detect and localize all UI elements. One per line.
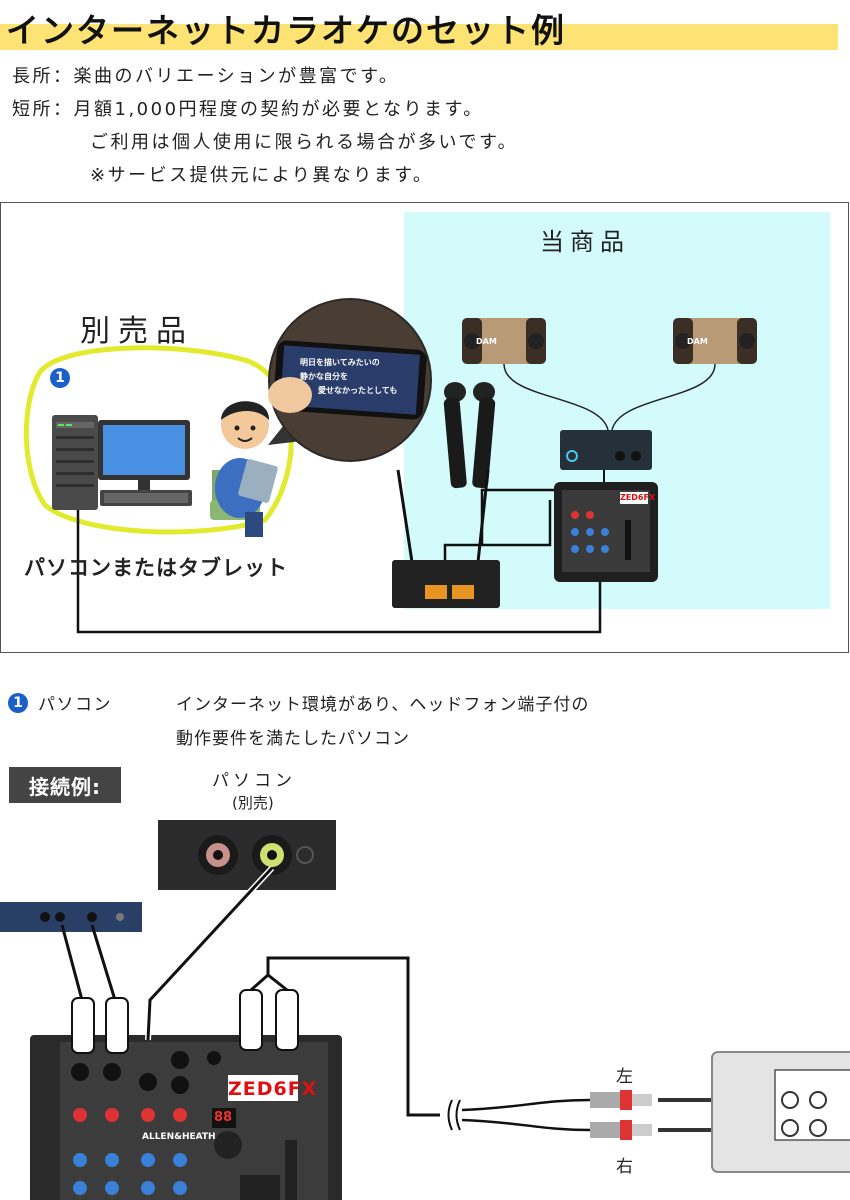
monitor-icon — [98, 420, 192, 506]
pc-mixer-line — [76, 510, 602, 634]
title-highlight — [0, 24, 838, 50]
rca-plug-right-icon — [590, 1120, 652, 1140]
requirement-badge: 1 — [8, 693, 28, 713]
pc-jack-sublabel: (別売) — [232, 794, 274, 812]
output-cable — [250, 956, 440, 1117]
speaker-left-icon — [462, 318, 546, 364]
mixer-model-label: ZED6FX — [228, 1078, 318, 1100]
setup-diagram — [0, 202, 849, 653]
stereo-amplifier-icon — [711, 1051, 850, 1173]
receiver-mixer-line — [480, 488, 554, 545]
speaker-right-brand: DAM — [687, 337, 708, 346]
sold-separately-label: 別売品 — [80, 314, 194, 349]
amplifier-icon — [560, 430, 652, 470]
connection-example-label: 接続例: — [9, 767, 121, 803]
speaker-left-brand: DAM — [476, 337, 497, 346]
pc-cable-core — [146, 866, 274, 1041]
receiver-cable-2 — [90, 924, 117, 1001]
mixer-model-small: ZED6FX — [620, 493, 656, 502]
lyrics-phone-callout — [268, 298, 432, 462]
cons-note: ご利用は個人使用に限られる場合が多いです。 — [90, 132, 519, 153]
xlr-plug-1 — [71, 997, 95, 1054]
left-channel-label: 左 — [616, 1067, 633, 1087]
headphone-jack-photo — [158, 820, 336, 890]
device-caption: パソコンまたはタブレット — [24, 556, 288, 580]
person-with-tablet-icon — [210, 401, 278, 537]
receiver-back-panel — [0, 902, 142, 932]
wireless-receiver-icon — [392, 469, 500, 608]
lyric-line-2: 静かな自分を — [300, 372, 348, 381]
xlr-plug-2 — [105, 997, 129, 1054]
output-plug-2 — [275, 989, 299, 1051]
callout-outline — [23, 345, 294, 535]
output-plug-1 — [239, 989, 263, 1051]
speaker-right-icon — [673, 318, 757, 364]
speaker-cable-right — [611, 363, 716, 431]
cons-footnote: ※サービス提供元により異なります。 — [90, 165, 434, 186]
our-product-label: 当商品 — [540, 228, 630, 256]
right-channel-label: 右 — [616, 1157, 633, 1177]
microphone-2-icon — [472, 382, 496, 489]
requirement-line-1: インターネット環境があり、ヘッドフォン端子付の — [176, 695, 590, 715]
lyric-line-1: 明日を描いてみたいの — [300, 358, 380, 367]
pc-tower-icon — [52, 415, 98, 510]
pc-jack-label: パソコン — [212, 771, 296, 791]
rca-cable-left — [461, 1098, 591, 1112]
mixer-icon — [554, 482, 658, 582]
speaker-cable-left — [503, 363, 609, 431]
lyric-line-3: 愛せなかったとしても — [318, 386, 398, 395]
rca-plug-left-icon — [590, 1090, 652, 1110]
microphone-1-icon — [443, 382, 467, 489]
pros-text: 長所：楽曲のバリエーションが豊富です。 — [12, 66, 400, 87]
mixer-photo — [30, 1035, 342, 1200]
requirement-line-2: 動作要件を満たしたパソコン — [176, 729, 410, 749]
mixer-brand-label: ALLEN&HEATH — [142, 1132, 216, 1142]
cable-break-mark — [447, 1099, 461, 1131]
requirement-device: パソコン — [38, 695, 112, 715]
mic-receiver-line — [443, 500, 552, 560]
receiver-cable-1 — [60, 924, 84, 1001]
page-title: インターネットカラオケのセット例 — [6, 11, 566, 50]
cons-text: 短所：月額1,000円程度の契約が必要となります。 — [12, 99, 484, 120]
mixer-display-value: 88 — [214, 1110, 233, 1125]
number-badge: 1 — [50, 368, 70, 388]
rca-cable-right — [461, 1118, 591, 1132]
